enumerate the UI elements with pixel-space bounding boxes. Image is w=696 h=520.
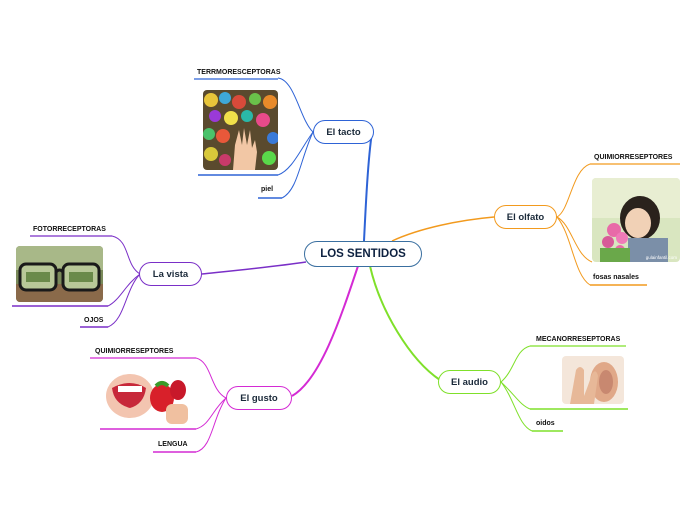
gusto-item-2[interactable]: LENGUA [158,441,188,448]
connector-audio-1 [500,345,531,383]
connector-olfato [391,216,495,242]
connector-vista [201,261,307,275]
glasses-photo[interactable] [16,246,103,302]
root-label: LOS SENTIDOS [320,248,406,260]
connector-vista-2 [107,273,141,328]
hand-ear-photo[interactable] [562,356,624,404]
branch-olfato[interactable]: El olfato [494,205,557,229]
branch-tacto[interactable]: El tacto [313,120,374,144]
mouth-strawberry-photo[interactable] [104,368,191,426]
connector-olfato-img [556,216,593,263]
connector-audio-img [500,381,531,410]
olfato-item-2[interactable]: fosas nasales [593,274,639,281]
branch-olfato-label: El olfato [506,211,545,223]
vista-item-1[interactable]: FOTORRECEPTORAS [33,226,106,233]
branch-audio[interactable]: El audio [438,370,501,394]
vista-item-2[interactable]: OJOS [84,317,104,324]
branch-audio-label: El audio [451,376,488,388]
colorful-hand-photo[interactable] [203,90,278,170]
branch-gusto-label: El gusto [240,392,278,404]
audio-item-1[interactable]: MECANORRESEPTORAS [536,336,621,343]
branch-gusto[interactable]: El gusto [226,386,292,410]
gusto-item-1[interactable]: QUIMIORRESEPTORES [95,348,174,355]
root-node[interactable]: LOS SENTIDOS [304,241,422,267]
connector-olfato-1 [556,163,591,218]
connector-gusto-1 [195,357,227,399]
connector-tacto-1 [277,77,314,133]
branch-vista-label: La vista [152,268,189,280]
connector-tacto [363,131,373,242]
connector-vista-1 [111,235,141,275]
connector-vista-img [107,273,141,307]
connector-audio [369,265,441,381]
connector-gusto-2 [195,397,227,453]
watermark-text: gulainfantil.com [645,255,677,260]
connector-olfato-2 [556,216,591,286]
connector-tacto-2 [281,131,314,199]
connector-audio-2 [500,381,533,432]
connector-gusto-img [195,397,227,430]
connector-tacto-img [277,131,314,176]
connector-gusto [291,265,359,397]
girl-smelling-flowers-photo[interactable]: gulainfantil.com [592,178,680,262]
branch-vista[interactable]: La vista [139,262,202,286]
tacto-item-2[interactable]: piel [261,186,274,193]
branch-tacto-label: El tacto [326,126,361,138]
audio-item-2[interactable]: oidos [536,420,555,427]
tacto-item-1[interactable]: TERRMORESCEPTORAS [197,69,281,76]
olfato-item-1[interactable]: QUIMIORRESEPTORES [594,154,673,161]
